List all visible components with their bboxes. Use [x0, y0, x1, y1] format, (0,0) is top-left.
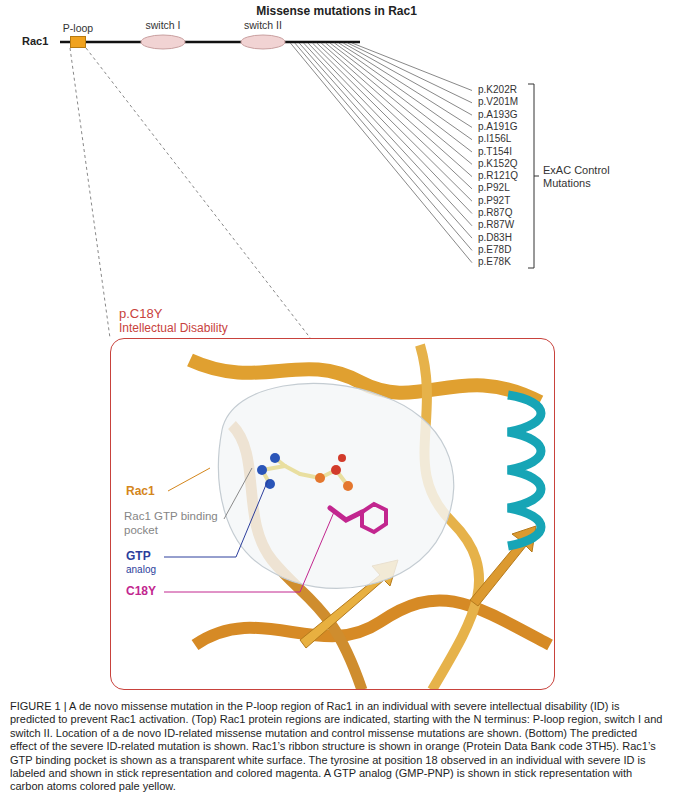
- leader-line: [224, 468, 252, 519]
- node-heading: switch I: [145, 19, 180, 31]
- ellipse-outline: [140, 34, 186, 50]
- leader-line: [334, 43, 472, 140]
- leader-line: [304, 43, 472, 226]
- structure-label: Rac1: [126, 484, 155, 498]
- tyrosine-ring: [362, 504, 386, 532]
- illustration-part: [285, 466, 300, 474]
- ellipse-shape: [141, 35, 185, 49]
- leader-line: [339, 43, 472, 127]
- illustration-part: [343, 481, 353, 491]
- leader-line: [330, 43, 472, 152]
- leader-line: [308, 43, 472, 214]
- protein-name: Rac1: [22, 35, 48, 48]
- figure-title: Missense mutations in Rac1: [0, 4, 673, 18]
- mutation-label: p.E78D: [478, 244, 511, 256]
- illustration-part: [257, 465, 267, 475]
- mutation-label: p.R87W: [478, 219, 514, 231]
- node-heading: switch II: [244, 19, 282, 31]
- leader-line: [317, 43, 472, 189]
- structure-label: GTP: [126, 549, 151, 563]
- illustration-part: [315, 473, 325, 483]
- leader-line: [299, 43, 472, 238]
- mutation-label: p.T154I: [478, 146, 512, 158]
- mutation-label: p.P92L: [478, 182, 510, 194]
- mutation-label: p.D83H: [478, 232, 512, 244]
- figure-caption: FIGURE 1 | A de novo missense mutation i…: [10, 700, 663, 794]
- ellipse-outline: [240, 34, 286, 50]
- protein-bar: [60, 41, 360, 44]
- leader-line: [164, 512, 334, 592]
- illustration-part: [338, 454, 346, 462]
- node-label: switch I: [145, 19, 180, 31]
- mutation-label: p.P92T: [478, 195, 510, 207]
- leader-line: [312, 43, 472, 201]
- structure-label: Rac1 GTP binding pocket: [124, 510, 220, 538]
- dashed-connector: [86, 48, 310, 338]
- node-heading: P-loop: [63, 22, 93, 34]
- leader-line: [321, 43, 472, 177]
- illustration-part: [331, 465, 341, 475]
- mutation-label: p.K202R: [478, 84, 517, 96]
- mutation-label: p.K152Q: [478, 158, 517, 170]
- ellipse-shape: [241, 35, 285, 49]
- structure-label: analog: [126, 564, 156, 576]
- leader-line: [343, 43, 472, 115]
- mutation-leaders: [290, 43, 472, 263]
- protein-structure: [190, 345, 550, 689]
- leader-line: [348, 43, 472, 103]
- mutation-label: p.R87Q: [478, 207, 512, 219]
- node-label: Intellectual Disability: [119, 321, 228, 335]
- bracket: [528, 84, 539, 268]
- mutation-label: p.V201M: [478, 96, 518, 108]
- mutation-label: p.I156L: [478, 133, 511, 145]
- binding-pocket-surface: [219, 383, 454, 588]
- leader-line: [352, 43, 472, 91]
- tyrosine: [330, 508, 362, 520]
- p-loop-box: P-loop: [70, 36, 86, 48]
- group-label: ExAC Control Mutations: [543, 164, 653, 190]
- structure-label: C18Y: [126, 584, 156, 598]
- node-heading: p.C18YIntellectual Disability: [119, 306, 228, 335]
- switch-region: switch II: [240, 34, 286, 50]
- switch-region: switch I: [140, 34, 186, 50]
- mutation-label: p.R121Q: [478, 170, 518, 182]
- leader-line: [295, 43, 472, 250]
- node-label: P-loop: [63, 22, 93, 34]
- ribbon: [195, 600, 550, 645]
- illustration-part: [270, 453, 280, 463]
- mutation-label: p.A191G: [478, 121, 517, 133]
- dashed-connector: [70, 48, 110, 338]
- leader-line: [290, 43, 472, 263]
- leader-line: [168, 468, 210, 491]
- node-label: switch II: [244, 19, 282, 31]
- mutation-label: p.A193G: [478, 109, 517, 121]
- mutation-label: p.E78K: [478, 256, 511, 268]
- helix: [508, 395, 541, 546]
- node-label: p.C18Y: [119, 306, 228, 321]
